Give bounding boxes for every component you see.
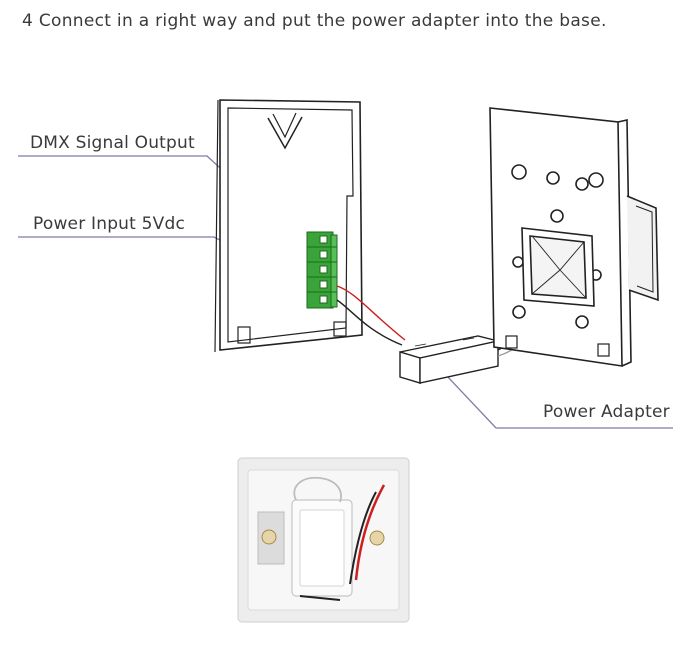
installed-box-photo [237, 457, 410, 623]
terminal-wires [336, 285, 406, 346]
label-power-adapter: Power Adapter [543, 402, 670, 422]
controller-back-panel [214, 99, 363, 353]
wall-mount-plate [489, 107, 659, 367]
callout-line-adapter [445, 374, 673, 429]
label-power-input: Power Input 5Vdc [33, 214, 186, 234]
step-heading: 4 Connect in a right way and put the pow… [22, 11, 607, 31]
power-adapter-module [399, 335, 499, 384]
label-dmx-signal-output: DMX Signal Output [30, 133, 195, 153]
terminal-block [306, 231, 338, 309]
